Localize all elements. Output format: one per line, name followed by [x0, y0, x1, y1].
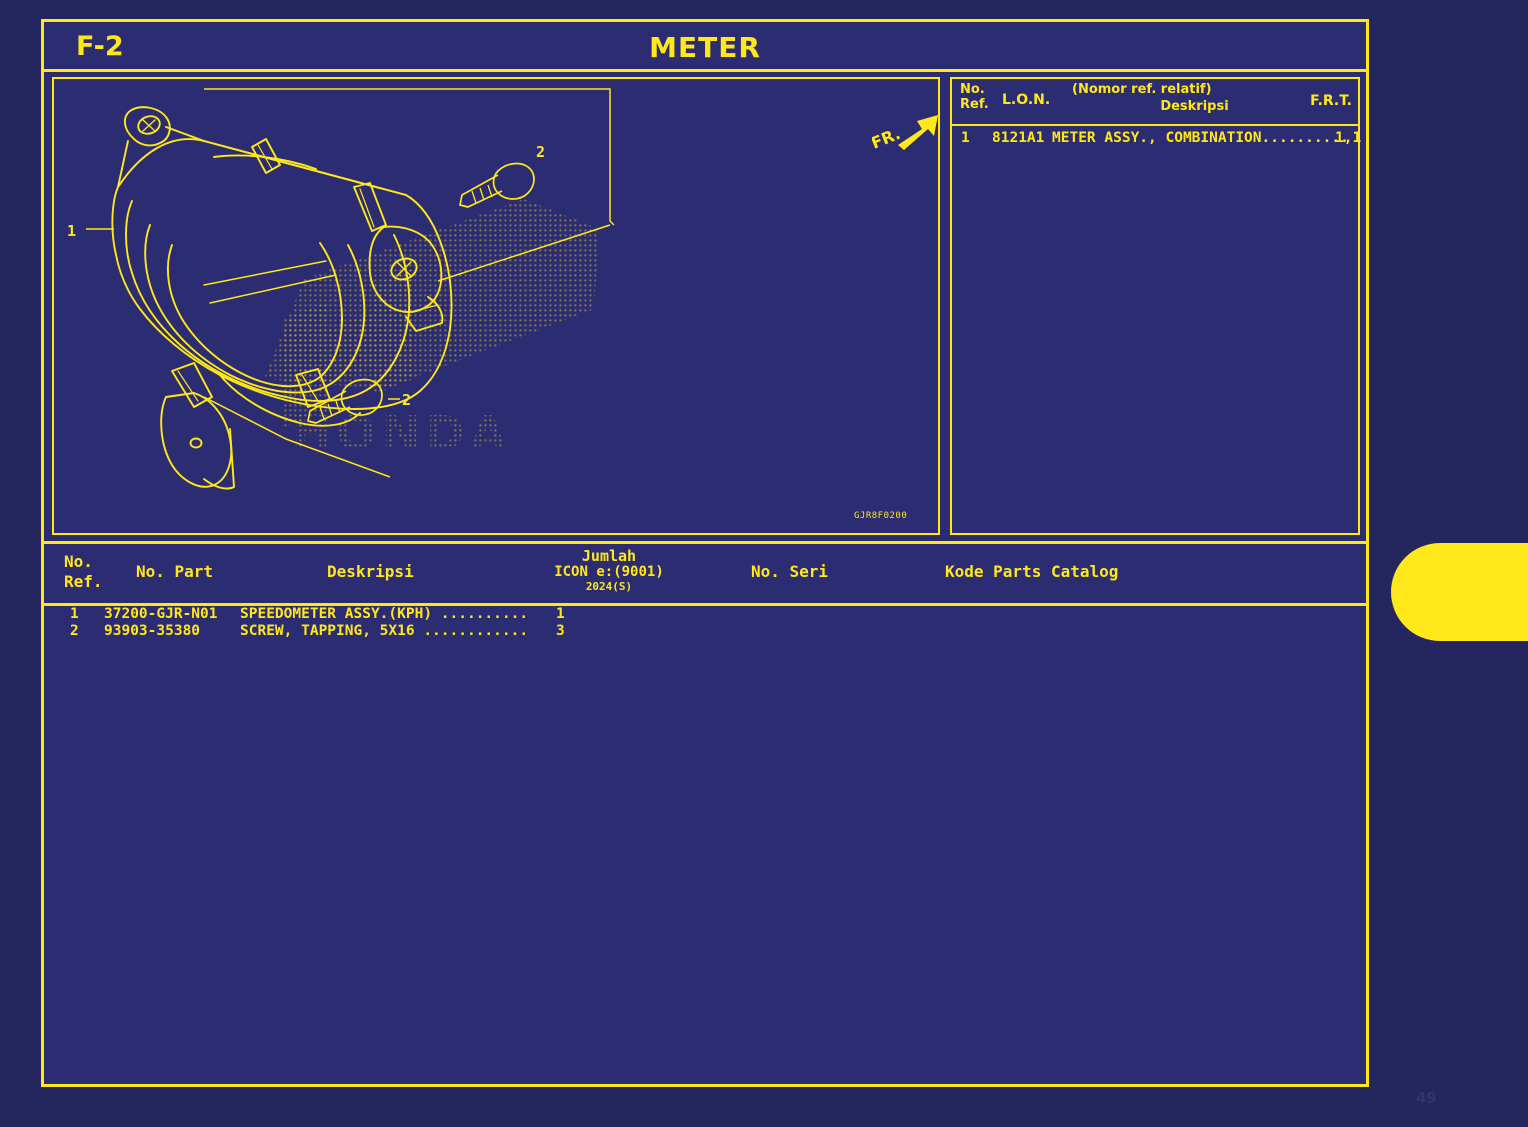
part-cell-number: 37200-GJR-N01 [104, 606, 218, 622]
parts-col-kode-parts-catalog: Kode Parts Catalog [945, 562, 1119, 581]
table-row[interactable]: 1 37200-GJR-N01 SPEEDOMETER ASSY.(KPH) .… [44, 606, 1366, 623]
parts-table-header: No. Ref. No. Part Deskripsi Jumlah ICON … [44, 544, 1366, 606]
parts-col-nopart: No. Part [136, 562, 214, 581]
lon-col-noref: No. Ref. [960, 82, 989, 112]
corner-artifact: 49 [1416, 1089, 1437, 1107]
section-code: F-2 [76, 31, 124, 62]
lon-cell-frt: 1,1 [1335, 130, 1362, 146]
parts-col-jumlah-line3: 2024(S) [585, 580, 633, 593]
parts-col-jumlah: Jumlah ICON e:(9001) 2024(S) [504, 548, 714, 594]
lon-col-desc-line1: (Nomor ref. relatif) [1072, 82, 1212, 97]
callout-1: 1 [67, 222, 76, 240]
parts-col-jumlah-line1: Jumlah [581, 547, 637, 565]
lon-table-header: No. Ref. L.O.N. (Nomor ref. relatif) Des… [952, 79, 1358, 126]
upper-region: HONDA [44, 72, 1366, 544]
part-cell-quantity: 1 [556, 606, 565, 622]
part-cell-quantity: 3 [556, 623, 565, 639]
parts-table-body: 1 37200-GJR-N01 SPEEDOMETER ASSY.(KPH) .… [44, 606, 1366, 1084]
parts-col-noseri: No. Seri [751, 562, 829, 581]
fr-label: FR. [872, 124, 903, 153]
lon-col-frt: F.R.T. [1310, 93, 1352, 109]
lon-cell-ref: 1 [961, 130, 970, 146]
lon-table-body: 1 8121A1 METER ASSY., COMBINATION.......… [952, 126, 1362, 148]
lon-col-lon: L.O.N. [1002, 92, 1051, 108]
catalog-frame: F-2 METER [41, 19, 1437, 1107]
leader-lines [86, 88, 615, 478]
speedometer-assembly-drawing: HONDA [67, 88, 615, 490]
lon-col-noref-line2: Ref. [960, 97, 989, 112]
exploded-diagram-pane[interactable]: HONDA [52, 77, 940, 535]
part-cell-ref: 1 [70, 606, 79, 622]
lon-table: No. Ref. L.O.N. (Nomor ref. relatif) Des… [950, 77, 1362, 535]
callout-2-bottom: 2 [402, 391, 411, 409]
lon-col-desc-line2: Deskripsi [1160, 99, 1229, 114]
side-tab-button[interactable] [1391, 543, 1528, 641]
svg-text:HONDA: HONDA [292, 406, 512, 460]
arrow-up-right-icon [898, 115, 938, 150]
parts-col-deskripsi: Deskripsi [327, 562, 414, 581]
parts-col-noref: No. Ref. [64, 552, 103, 592]
part-cell-description: SCREW, TAPPING, 5X16 ............ [240, 623, 529, 639]
title-bar: F-2 METER [44, 22, 1366, 72]
drawing-reference-code: GJR8F0200 [854, 511, 908, 521]
part-cell-number: 93903-35380 [104, 623, 201, 639]
parts-col-noref-line2: Ref. [64, 572, 103, 591]
parts-col-jumlah-line2: ICON e:(9001) [554, 564, 664, 580]
lon-cell-lon: 8121A1 [992, 130, 1045, 146]
screw-icon-bottom [307, 378, 383, 424]
lon-col-deskripsi: (Nomor ref. relatif) Deskripsi [1072, 81, 1317, 115]
lon-table-row[interactable]: 1 8121A1 METER ASSY., COMBINATION.......… [952, 126, 1362, 148]
part-cell-ref: 2 [70, 623, 79, 639]
parts-col-noref-line1: No. [64, 552, 93, 571]
lon-cell-desc: METER ASSY., COMBINATION.......... [1052, 130, 1349, 146]
lon-col-noref-line1: No. [960, 82, 985, 97]
table-row[interactable]: 2 93903-35380 SCREW, TAPPING, 5X16 .....… [44, 623, 1366, 640]
callout-2-top: 2 [536, 143, 545, 161]
page-title: METER [649, 31, 761, 64]
screw-icon-top [459, 162, 535, 208]
front-direction-indicator: FR. [868, 109, 938, 157]
part-cell-description: SPEEDOMETER ASSY.(KPH) .......... [240, 606, 529, 622]
